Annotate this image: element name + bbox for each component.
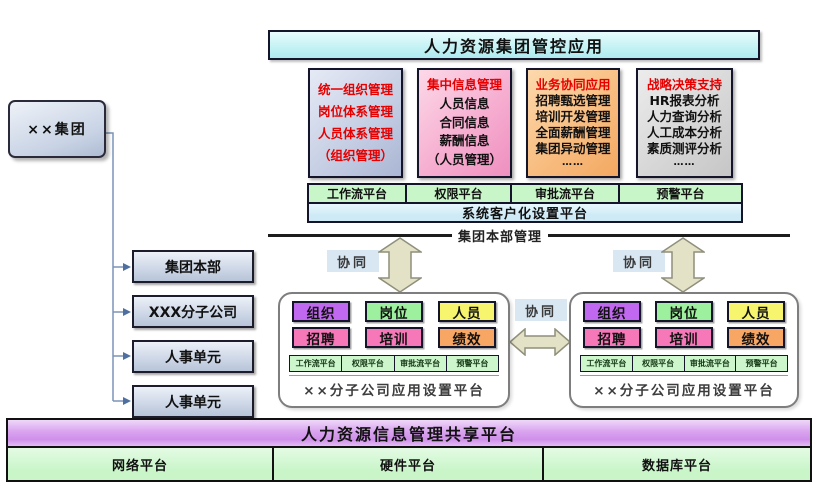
app-box-line: （组织管理） bbox=[317, 147, 393, 163]
module-chip-position: 岗位 bbox=[365, 301, 423, 322]
mini-platform-permission: 权限平台 bbox=[341, 355, 395, 372]
app-box-ellipsis: …… bbox=[673, 156, 696, 168]
app-box-line: 薪酬信息 bbox=[439, 133, 490, 149]
mini-platform-approval: 审批流平台 bbox=[393, 355, 447, 372]
app-box-strategy-support: 战略决策支持 HR报表分析 人力查询分析 人工成本分析 素质测评分析 …… bbox=[636, 68, 733, 178]
double-arrow-horizontal-middle bbox=[509, 328, 571, 356]
app-box-line: 人员体系管理 bbox=[317, 126, 393, 141]
subsidiary-panel-left: 组织 岗位 人员 招聘 培训 绩效 工作流平台 权限平台 审批流平台 预警平台 … bbox=[278, 292, 510, 408]
app-box-line: 招聘甄选管理 bbox=[535, 92, 611, 108]
hq-platform-row: 工作流平台 权限平台 审批流平台 预警平台 bbox=[307, 183, 743, 204]
app-box-ellipsis: …… bbox=[562, 156, 584, 168]
infrastructure-row: 网络平台 硬件平台 数据库平台 bbox=[6, 446, 812, 482]
app-box-line: 人员信息 bbox=[439, 95, 490, 111]
app-box-line: HR报表分析 bbox=[649, 92, 720, 108]
app-box-line: 素质测评分析 bbox=[646, 140, 722, 156]
app-box-line: 培训开发管理 bbox=[535, 108, 611, 124]
mini-platform-workflow: 工作流平台 bbox=[289, 355, 343, 372]
mini-platform-alert: 预警平台 bbox=[735, 355, 788, 372]
app-box-heading: 集中信息管理 bbox=[426, 77, 502, 93]
app-box-line: 统一组织管理 bbox=[317, 82, 393, 98]
customization-platform-bar: 系统客户化设置平台 bbox=[307, 202, 743, 223]
mini-platform-alert: 预警平台 bbox=[445, 355, 499, 372]
app-box-line: 人力查询分析 bbox=[646, 108, 722, 124]
app-box-line: 人工成本分析 bbox=[646, 124, 722, 140]
module-row: 招聘 培训 绩效 bbox=[580, 327, 788, 348]
panel-caption: ××分子公司应用设置平台 bbox=[593, 383, 775, 399]
app-box-line: 集团异动管理 bbox=[535, 140, 611, 156]
module-chip-personnel: 人员 bbox=[727, 301, 785, 322]
module-chip-personnel: 人员 bbox=[438, 301, 496, 322]
org-unit-hr-2: 人事单元 bbox=[132, 385, 254, 418]
module-row: 招聘 培训 绩效 bbox=[289, 327, 499, 348]
mini-platform-approval: 审批流平台 bbox=[683, 355, 737, 372]
infra-cell-network: 网络平台 bbox=[6, 446, 274, 482]
app-box-business-collab: 业务协同应用 招聘甄选管理 培训开发管理 全面薪酬管理 集团异动管理 …… bbox=[526, 68, 620, 178]
shared-platform-bar: 人力资源信息管理共享平台 bbox=[6, 418, 812, 448]
subsidiary-panel-right: 组织 岗位 人员 招聘 培训 绩效 工作流平台 权限平台 审批流平台 预警平台 … bbox=[569, 292, 799, 408]
platform-cell-alert: 预警平台 bbox=[618, 183, 743, 204]
mini-platform-workflow: 工作流平台 bbox=[580, 355, 633, 372]
mini-platform-row: 工作流平台 权限平台 审批流平台 预警平台 bbox=[289, 355, 499, 376]
module-chip-performance: 绩效 bbox=[438, 327, 496, 348]
module-row: 组织 岗位 人员 bbox=[580, 301, 788, 322]
double-arrow-vertical-left bbox=[378, 237, 422, 293]
org-unit-subsidiary: XXX分子公司 bbox=[132, 295, 254, 328]
panel-caption: ××分子公司应用设置平台 bbox=[303, 383, 485, 399]
group-node: ××集团 bbox=[8, 100, 106, 158]
mini-platform-permission: 权限平台 bbox=[631, 355, 685, 372]
platform-cell-approval: 审批流平台 bbox=[510, 183, 620, 204]
module-chip-training: 培训 bbox=[365, 327, 423, 348]
app-box-line: 合同信息 bbox=[439, 114, 490, 130]
app-box-central-info: 集中信息管理 人员信息 合同信息 薪酬信息 （人员管理） bbox=[417, 68, 512, 178]
module-chip-org: 组织 bbox=[583, 301, 641, 322]
app-box-line: 全面薪酬管理 bbox=[535, 124, 611, 140]
app-box-line: （人员管理） bbox=[426, 152, 502, 168]
app-box-unified-org: 统一组织管理 岗位体系管理 人员体系管理 （组织管理） bbox=[308, 68, 403, 178]
module-chip-recruit: 招聘 bbox=[583, 327, 641, 348]
platform-cell-permission: 权限平台 bbox=[405, 183, 512, 204]
mini-platform-row: 工作流平台 权限平台 审批流平台 预警平台 bbox=[580, 355, 788, 376]
app-box-heading: 战略决策支持 bbox=[646, 76, 722, 92]
org-unit-hq: 集团本部 bbox=[132, 250, 254, 283]
platform-cell-workflow: 工作流平台 bbox=[307, 183, 407, 204]
collab-label-right: 协同 bbox=[613, 250, 666, 272]
infra-cell-hardware: 硬件平台 bbox=[272, 446, 544, 482]
module-row: 组织 岗位 人员 bbox=[289, 301, 499, 322]
collab-label-left: 协同 bbox=[327, 250, 380, 272]
footer-platform-stack: 人力资源信息管理共享平台 网络平台 硬件平台 数据库平台 bbox=[6, 418, 812, 482]
module-chip-org: 组织 bbox=[292, 301, 350, 322]
hq-divider-label: 集团本部管理 bbox=[452, 226, 549, 245]
module-chip-training: 培训 bbox=[655, 327, 713, 348]
diagram-title: 人力资源集团管控应用 bbox=[268, 30, 760, 60]
app-box-line: 岗位体系管理 bbox=[317, 104, 393, 120]
app-box-heading: 业务协同应用 bbox=[535, 76, 611, 92]
infra-cell-database: 数据库平台 bbox=[542, 446, 812, 482]
double-arrow-vertical-right bbox=[661, 237, 705, 293]
module-chip-position: 岗位 bbox=[655, 301, 713, 322]
module-chip-performance: 绩效 bbox=[727, 327, 785, 348]
collab-label-middle: 协同 bbox=[515, 299, 568, 321]
module-chip-recruit: 招聘 bbox=[292, 327, 350, 348]
org-unit-hr-1: 人事单元 bbox=[132, 340, 254, 373]
